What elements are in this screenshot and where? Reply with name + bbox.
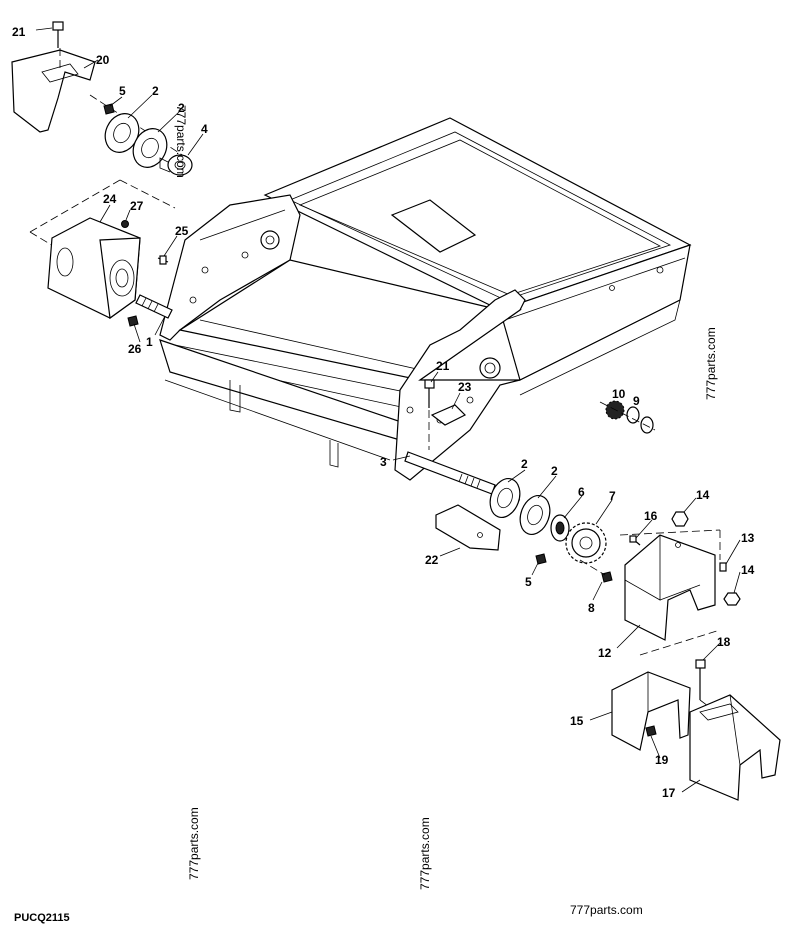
- callout: 4: [201, 122, 208, 136]
- bracket-22: [435, 504, 501, 551]
- watermark-text: 777parts.com: [174, 105, 188, 178]
- figure-code: PUCQ2115: [14, 912, 70, 924]
- callout: 15: [570, 714, 584, 728]
- callout: 18: [717, 635, 731, 649]
- callout: 21: [436, 359, 450, 373]
- callout: 14: [741, 563, 755, 577]
- callout: 6: [578, 485, 585, 499]
- watermark-text: 777parts.com: [570, 903, 643, 917]
- leader-lines: [35, 27, 741, 793]
- callout: 8: [588, 601, 595, 615]
- lower-guard-group: [611, 659, 781, 801]
- guard-15: [611, 671, 691, 751]
- callout: 2: [178, 101, 185, 115]
- main-frame-assembly: [159, 117, 692, 481]
- guard-12: [624, 534, 716, 641]
- callout: 21: [12, 25, 26, 39]
- callout: 17: [662, 786, 676, 800]
- callout: 3: [380, 455, 387, 469]
- upper-left-bearing-group: [11, 21, 193, 176]
- callout: 5: [119, 84, 126, 98]
- guard-12-group: [619, 511, 741, 656]
- callout: 22: [425, 553, 439, 567]
- left-housing-group: [29, 179, 176, 327]
- watermark-text: 777parts.com: [187, 807, 201, 880]
- callout-labels: 21 20 5 2 2 4 24 27 25 26 1 21 23 3 2 2 …: [12, 25, 755, 800]
- callout: 16: [644, 509, 658, 523]
- callout: 10: [612, 387, 626, 401]
- callout: 2: [551, 464, 558, 478]
- callout: 12: [598, 646, 612, 660]
- callout: 5: [525, 575, 532, 589]
- watermark-text: 777parts.com: [418, 817, 432, 890]
- right-shaft-drive-group: [404, 379, 656, 583]
- callout: 2: [152, 84, 159, 98]
- callout: 23: [458, 380, 472, 394]
- watermarks: 777parts.com 777parts.com 777parts.com 7…: [174, 105, 718, 917]
- callout: 20: [96, 53, 110, 67]
- bolt-21-top: [52, 21, 64, 48]
- callout: 7: [609, 489, 616, 503]
- callout: 26: [128, 342, 142, 356]
- callout: 9: [633, 394, 640, 408]
- callout: 13: [741, 531, 755, 545]
- callout: 14: [696, 488, 710, 502]
- callout: 25: [175, 224, 189, 238]
- guard-17: [689, 694, 781, 801]
- callout: 24: [103, 192, 117, 206]
- callout: 27: [130, 199, 144, 213]
- callout: 1: [146, 335, 153, 349]
- callout: 2: [521, 457, 528, 471]
- callout: 19: [655, 753, 669, 767]
- watermark-text: 777parts.com: [704, 327, 718, 400]
